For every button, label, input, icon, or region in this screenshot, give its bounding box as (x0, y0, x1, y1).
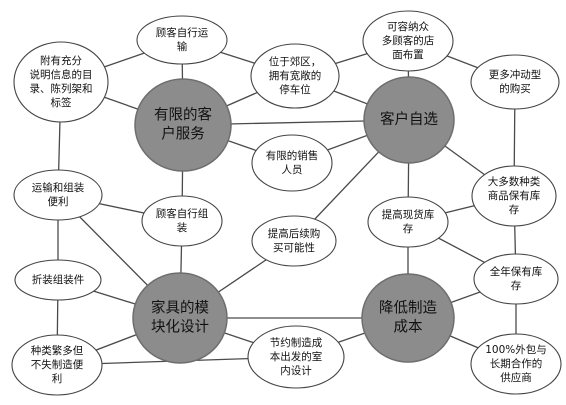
node-label-line: 更多冲动型 (489, 68, 542, 81)
node-label-line: 位于郊区， (269, 55, 322, 68)
node-label-line: 内设计 (280, 364, 312, 377)
node-label-line: 买可能性 (273, 241, 315, 254)
node-shape (247, 325, 345, 389)
node-shape (250, 43, 340, 109)
node-shape (470, 54, 560, 110)
node-label-line: 说明信息的目 (30, 68, 93, 81)
node-shape (251, 134, 333, 192)
node-label-line: 顾客自行运 (156, 26, 209, 39)
node-label-line: 有限的客 (154, 106, 212, 123)
node-label-line: 便利 (48, 195, 69, 208)
node-label-line: 录、陈列架和 (30, 82, 93, 95)
node-shape (367, 196, 449, 248)
node-label-line: 拥有宽敞的 (269, 69, 322, 82)
node-flat-pack: 折装组装件 (14, 259, 102, 301)
node-label-line: 人员 (282, 164, 303, 176)
node-label-line: 多顾客的店 (382, 34, 435, 47)
node-label-line: 本出发的室 (270, 350, 323, 363)
node-label-line: 降低制造 (379, 299, 437, 316)
node-shape (251, 215, 337, 267)
node-label-line: 输 (177, 40, 188, 53)
node-label-line: 长期合作的 (490, 357, 543, 370)
node-shape (361, 273, 455, 363)
node-label-line: 装 (177, 221, 188, 234)
node-label-line: 折装组装件 (32, 273, 85, 286)
node-label-line: 提高现货库 (382, 208, 435, 221)
node-label-line: 户服务 (161, 126, 205, 143)
node-shape (471, 165, 557, 227)
node-label-line: 块化设计 (151, 319, 209, 336)
node-shape (11, 334, 103, 396)
node-label-line: 提高后续购 (268, 227, 321, 240)
node-label-line: 大多数种类 (488, 175, 541, 188)
node-label-line: 运输和组装 (32, 181, 85, 194)
node-shape (141, 195, 223, 247)
node-label-line: 客户自选 (380, 111, 438, 128)
node-shape (132, 272, 228, 364)
node-label-line: 存 (403, 222, 414, 235)
node-label-line: 面布置 (392, 49, 424, 61)
node-label-line: 标签 (51, 96, 72, 109)
node-label-line: 有限的销售 (266, 149, 319, 162)
node-label-line: 顾客自行组 (156, 207, 209, 220)
node-shape (473, 253, 559, 305)
node-label-line: 商品保有库 (488, 189, 541, 202)
node-label-line: 全年保有库 (490, 265, 543, 278)
node-label-line: 100%外包与 (485, 343, 547, 356)
node-label-line: 家具的模 (151, 299, 209, 316)
node-label-line: 节约制造成 (270, 336, 323, 349)
node-layer: 附有充分说明信息的目录、陈列架和标签顾客自行运输位于郊区，拥有宽敞的停车位可容纳… (11, 10, 562, 396)
node-label-line: 附有充分 (40, 54, 82, 67)
node-label-line: 供应商 (500, 371, 532, 384)
node-shape (13, 41, 109, 123)
node-label-line: 利 (52, 373, 63, 385)
main-node-self-select: 客户自选 (363, 76, 455, 164)
node-label-line: 存 (509, 203, 520, 216)
node-label-line: 成本 (394, 319, 423, 336)
node-shape (362, 10, 454, 72)
node-label-line: 可容纳众 (387, 20, 429, 33)
node-label-line: 存 (511, 279, 522, 292)
node-label-line: 不失制造便 (31, 358, 84, 371)
node-shape (13, 169, 103, 221)
node-label-line: 的购买 (499, 82, 531, 95)
node-shape (136, 15, 228, 65)
node-label-line: 停车位 (279, 83, 311, 96)
node-shape (470, 333, 562, 395)
node-shape (134, 78, 232, 172)
node-shape (14, 259, 102, 301)
node-label-line: 种类繁多但 (31, 344, 84, 357)
node-shape (363, 76, 455, 164)
